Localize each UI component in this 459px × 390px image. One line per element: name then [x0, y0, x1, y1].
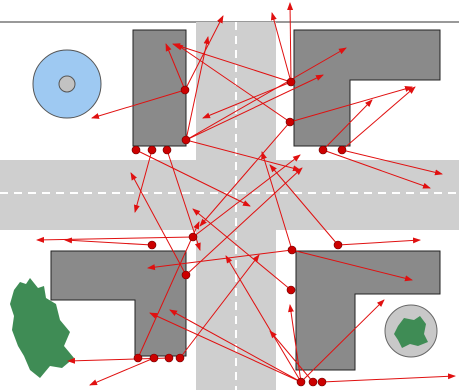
ray-11: [290, 3, 291, 82]
building-bottom-left: [51, 251, 186, 356]
source-point-15: [334, 241, 342, 249]
source-point-18: [150, 354, 158, 362]
ray-42: [322, 376, 455, 382]
ray-22: [37, 237, 193, 240]
fountain-center: [59, 76, 75, 92]
ray-31: [338, 240, 420, 245]
source-point-10: [189, 233, 197, 241]
source-point-20: [297, 378, 305, 386]
horizontal-road: [0, 160, 459, 230]
source-point-11: [182, 271, 190, 279]
source-point-9: [338, 146, 346, 154]
source-point-3: [163, 146, 171, 154]
source-point-12: [148, 241, 156, 249]
source-point-17: [165, 354, 173, 362]
source-point-4: [148, 146, 156, 154]
source-point-7: [286, 118, 294, 126]
source-point-8: [319, 146, 327, 154]
source-point-1: [181, 86, 189, 94]
source-point-21: [309, 378, 317, 386]
source-point-14: [287, 286, 295, 294]
ray-26: [65, 240, 152, 245]
source-point-19: [134, 354, 142, 362]
source-point-13: [288, 246, 296, 254]
source-point-2: [182, 136, 190, 144]
source-point-22: [318, 378, 326, 386]
ray-35: [90, 358, 154, 385]
source-point-6: [287, 78, 295, 86]
source-point-5: [132, 146, 140, 154]
building-top-left: [133, 30, 186, 146]
source-point-16: [176, 354, 184, 362]
